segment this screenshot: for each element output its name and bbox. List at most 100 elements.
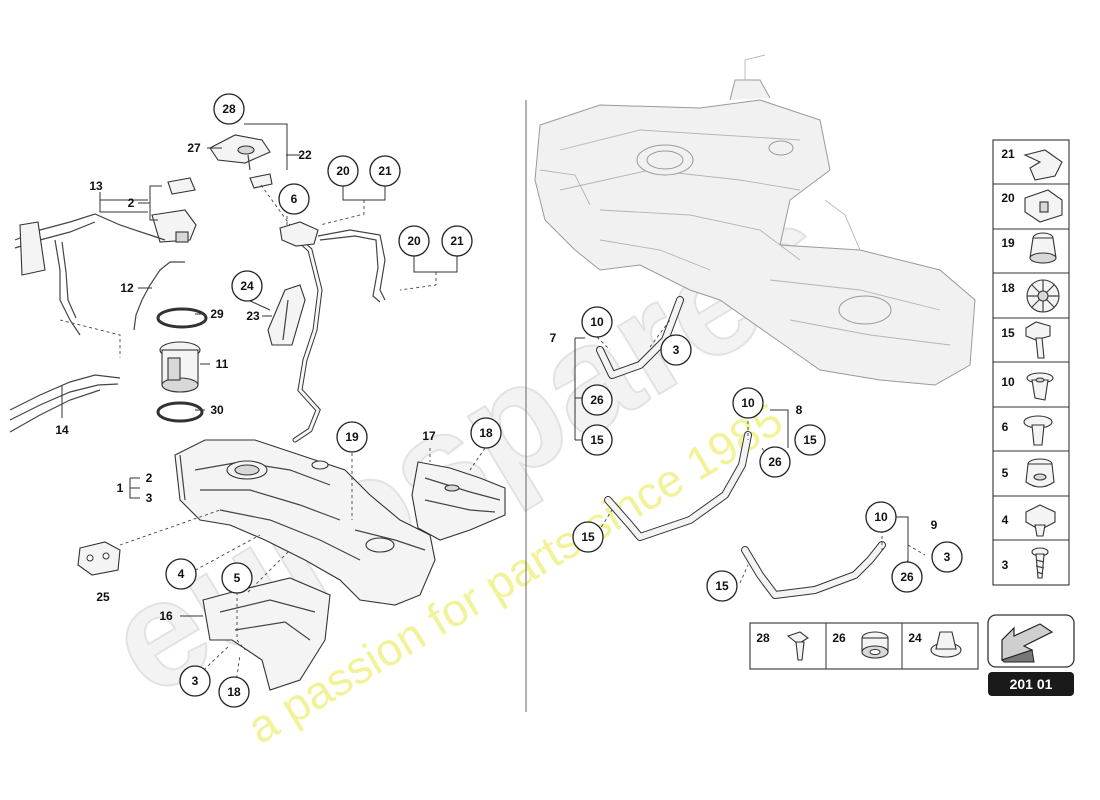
sensor-bracket-part: [151, 177, 197, 243]
callout-26[interactable]: 26: [759, 446, 791, 478]
callout-3[interactable]: 3: [660, 334, 692, 366]
label-2: 2: [128, 196, 135, 210]
callout-19[interactable]: 19: [336, 421, 368, 453]
callout-18[interactable]: 18: [218, 676, 250, 708]
callout-21[interactable]: 21: [369, 155, 401, 187]
fastener-row-28[interactable]: 28: [756, 631, 809, 661]
fastener-row-19[interactable]: 19: [1001, 232, 1057, 264]
svg-text:20: 20: [336, 164, 350, 178]
fastener-row-18[interactable]: 18: [1001, 279, 1060, 313]
page-navigation[interactable]: 201 01: [987, 614, 1075, 696]
label-16: 16: [159, 609, 173, 623]
callout-15[interactable]: 15: [794, 424, 826, 456]
callout-3[interactable]: 3: [179, 665, 211, 697]
callout-26[interactable]: 26: [581, 384, 613, 416]
svg-text:3: 3: [673, 343, 680, 357]
fastener-row-6[interactable]: 6: [1002, 415, 1053, 446]
arrow-icon: [1001, 623, 1054, 663]
label-1: 1: [117, 481, 124, 495]
tank-strap-7: [596, 296, 684, 379]
fastener-row-4[interactable]: 4: [1002, 504, 1056, 537]
svg-text:18: 18: [227, 685, 241, 699]
grommet-icon: [1025, 458, 1055, 488]
label-22: 22: [298, 148, 312, 162]
callout-28[interactable]: 28: [213, 93, 245, 125]
fastener-row-20[interactable]: 20: [1001, 189, 1063, 223]
flange-bolt-icon: [1025, 321, 1051, 359]
fastener-row-24[interactable]: 24: [908, 631, 962, 658]
plain-labels: 27 22 13 2 12 29 11 30 14 23 1 2 3 17 25…: [55, 141, 937, 623]
label-17: 17: [422, 429, 436, 443]
label-7: 7: [550, 331, 557, 345]
callout-3[interactable]: 3: [931, 541, 963, 573]
grommet-ring-icon: [861, 631, 889, 659]
label-23: 23: [246, 309, 260, 323]
label-12: 12: [120, 281, 134, 295]
callout-15[interactable]: 15: [706, 570, 738, 602]
screw-icon: [1031, 547, 1049, 579]
wiring-harness: [9, 213, 166, 433]
spring-nut-icon: [1026, 279, 1060, 313]
cap-nut-icon: [930, 631, 962, 658]
svg-text:10: 10: [590, 315, 604, 329]
svg-text:3: 3: [1002, 558, 1009, 572]
label-29: 29: [210, 307, 224, 321]
label-25: 25: [96, 590, 110, 604]
filler-cap-part: [209, 134, 273, 189]
page-number: 201 01: [1010, 676, 1053, 692]
clip-block-icon: [1024, 189, 1063, 223]
svg-text:26: 26: [900, 570, 914, 584]
heat-shield-lower: [202, 577, 331, 691]
clip-nut-icon: [1025, 504, 1056, 537]
page-badge: [988, 672, 1074, 696]
callout-26[interactable]: 26: [891, 561, 923, 593]
fastener-row-21[interactable]: 21: [1001, 147, 1063, 181]
svg-text:26: 26: [832, 631, 846, 645]
svg-text:5: 5: [1002, 466, 1009, 480]
callout-15[interactable]: 15: [581, 424, 613, 456]
svg-text:4: 4: [178, 567, 185, 581]
callout-10[interactable]: 10: [581, 306, 613, 338]
rubber-buffer-icon: [1029, 232, 1057, 264]
svg-text:28: 28: [756, 631, 770, 645]
clip-icon: [1023, 149, 1063, 181]
svg-text:10: 10: [741, 396, 755, 410]
bottom-fastener-table: 28 26 24: [749, 622, 979, 670]
callout-10[interactable]: 10: [732, 387, 764, 419]
svg-text:21: 21: [378, 164, 392, 178]
callout-4[interactable]: 4: [165, 558, 197, 590]
callout-15[interactable]: 15: [572, 521, 604, 553]
svg-text:20: 20: [407, 234, 421, 248]
filler-neck-assembly: [279, 221, 386, 443]
callout-20[interactable]: 20: [327, 155, 359, 187]
fastener-row-10[interactable]: 10: [1001, 372, 1054, 401]
fuel-pump-part: [159, 341, 201, 393]
svg-text:15: 15: [590, 433, 604, 447]
fuel-tank-overview: [534, 54, 976, 386]
callout-5[interactable]: 5: [221, 562, 253, 594]
svg-text:10: 10: [1001, 375, 1015, 389]
tank-strap-8: [604, 431, 752, 541]
seal-ring-30: [156, 401, 204, 423]
callout-6[interactable]: 6: [278, 183, 310, 215]
label-8: 8: [796, 403, 803, 417]
fastener-row-15[interactable]: 15: [1001, 321, 1051, 359]
label-11: 11: [216, 357, 229, 371]
callout-18[interactable]: 18: [470, 417, 502, 449]
label-14: 14: [55, 423, 69, 437]
svg-text:5: 5: [234, 571, 241, 585]
fastener-row-26[interactable]: 26: [832, 631, 889, 659]
callout-21[interactable]: 21: [441, 225, 473, 257]
label-9: 9: [931, 518, 938, 532]
callout-24[interactable]: 24: [231, 270, 263, 302]
callout-20[interactable]: 20: [398, 225, 430, 257]
svg-text:6: 6: [291, 192, 298, 206]
svg-text:15: 15: [1001, 326, 1015, 340]
label-30: 30: [210, 403, 224, 417]
lock-ring-29: [156, 307, 208, 329]
callout-10[interactable]: 10: [865, 501, 897, 533]
svg-text:19: 19: [1001, 236, 1015, 250]
fastener-row-5[interactable]: 5: [1002, 458, 1055, 488]
fastener-row-3[interactable]: 3: [1002, 547, 1049, 579]
